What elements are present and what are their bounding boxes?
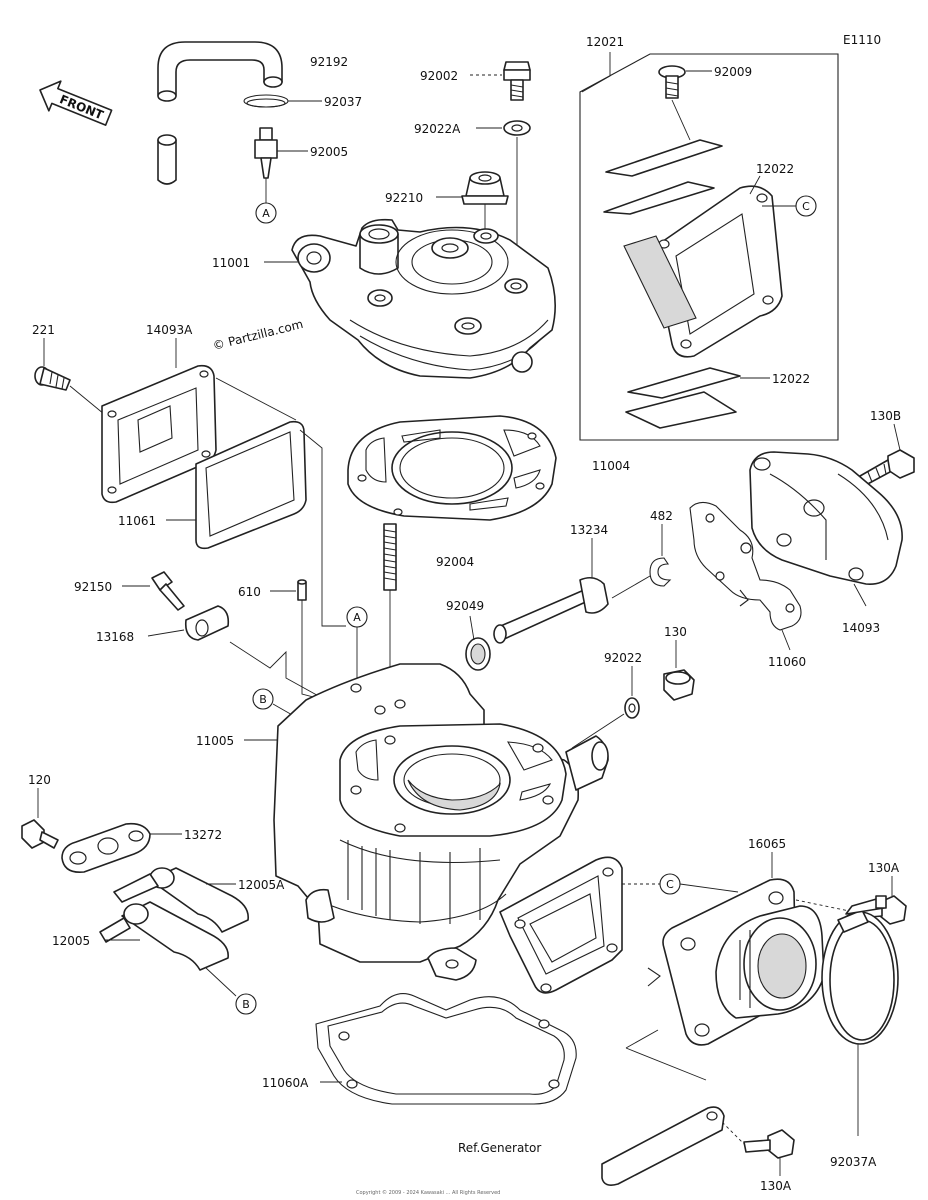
washer-92022[interactable] <box>624 697 640 719</box>
circlip-482[interactable] <box>649 557 672 587</box>
clamp-92037a[interactable] <box>821 895 899 1045</box>
callout-130: 130 <box>664 625 687 639</box>
callout-92150: 92150 <box>74 580 112 594</box>
shaft-13234[interactable] <box>493 576 609 644</box>
callout-11005: 11005 <box>196 734 234 748</box>
gasket-11060[interactable] <box>689 501 802 631</box>
bolt-130[interactable] <box>663 669 695 701</box>
callout-11061: 11061 <box>118 514 156 528</box>
callout-482: 482 <box>650 509 673 523</box>
ref-marker-a-top-label: A <box>262 207 270 220</box>
bolt-120[interactable] <box>21 819 59 849</box>
callout-11060: 11060 <box>768 655 806 669</box>
callout-92049: 92049 <box>446 599 484 613</box>
callout-92009: 92009 <box>714 65 752 79</box>
callout-13234: 13234 <box>570 523 608 537</box>
callout-92005: 92005 <box>310 145 348 159</box>
callout-92210: 92210 <box>385 191 423 205</box>
callout-92037: 92037 <box>324 95 362 109</box>
callout-130a-upper: 130A <box>868 861 900 875</box>
fitting-92005[interactable] <box>254 127 278 179</box>
ref-marker-b-upper <box>252 688 274 710</box>
gasket-11060a[interactable] <box>315 993 577 1105</box>
gasket-11061[interactable] <box>195 420 307 550</box>
callout-12005: 12005 <box>52 934 90 948</box>
callout-16065: 16065 <box>748 837 786 851</box>
cylinder-11005[interactable] <box>273 663 609 981</box>
cover-13272[interactable] <box>61 822 151 874</box>
callout-92037a: 92037A <box>830 1155 877 1169</box>
callout-120: 120 <box>28 773 51 787</box>
clip-92037[interactable] <box>243 94 289 108</box>
callout-11004: 11004 <box>592 459 630 473</box>
ref-marker-b-lower-label: B <box>242 998 250 1011</box>
bolt-130b[interactable] <box>859 449 915 487</box>
callout-12022-upper: 12022 <box>756 162 794 176</box>
bolt-130a-lower[interactable] <box>743 1129 795 1159</box>
cover-14093[interactable] <box>749 451 903 585</box>
callout-92022: 92022 <box>604 651 642 665</box>
callout-11001: 11001 <box>212 256 250 270</box>
bolt-92150[interactable] <box>151 571 185 611</box>
reed-valve-inset-12021[interactable] <box>579 52 839 441</box>
bolt-221[interactable] <box>34 366 71 391</box>
valve-12005[interactable] <box>99 901 229 971</box>
intake-manifold-16065[interactable] <box>647 878 825 1046</box>
diagram-code: E1110 <box>843 33 881 47</box>
watermark: © Partzilla.com <box>211 317 304 353</box>
callout-14093: 14093 <box>842 621 880 635</box>
cylinder-head-11001[interactable] <box>291 218 556 379</box>
callout-92022a: 92022A <box>414 122 461 136</box>
ref-marker-c-inset-label: C <box>802 200 810 213</box>
dowel-pin-610[interactable] <box>297 579 307 601</box>
callout-130b: 130B <box>870 409 901 423</box>
ref-marker-a-lower-label: A <box>353 611 361 624</box>
nut-92210[interactable] <box>461 171 509 205</box>
hose-92192[interactable] <box>157 41 283 185</box>
callout-610: 610 <box>238 585 261 599</box>
front-arrow-icon: FRONT <box>39 80 113 126</box>
ref-marker-c-inset <box>795 195 817 217</box>
oil-seal-92049[interactable] <box>465 637 491 671</box>
ref-marker-c-lower-label: C <box>666 878 674 891</box>
callout-13272: 13272 <box>184 828 222 842</box>
bolt-92002[interactable] <box>503 61 531 101</box>
callout-221: 221 <box>32 323 55 337</box>
front-label: FRONT <box>58 92 107 122</box>
generator-ref <box>601 1029 725 1186</box>
ref-note: Ref.Generator <box>458 1141 541 1155</box>
washer-92022a[interactable] <box>503 120 531 136</box>
callout-12005a: 12005A <box>238 878 285 892</box>
ref-marker-a-top <box>255 202 277 224</box>
callout-13168: 13168 <box>96 630 134 644</box>
callout-12021: 12021 <box>586 35 624 49</box>
reed-mount-gasket[interactable] <box>499 856 623 994</box>
holder-13168[interactable] <box>184 605 230 641</box>
callout-92192: 92192 <box>310 55 348 69</box>
callout-11060a: 11060A <box>262 1076 309 1090</box>
callout-12022-lower: 12022 <box>772 372 810 386</box>
footer-copyright: Copyright © 2009 - 2024 Kawasaki ... All… <box>356 1189 500 1196</box>
valve-12005a[interactable] <box>113 867 249 933</box>
ref-marker-b-lower <box>235 993 257 1015</box>
callout-92004: 92004 <box>436 555 474 569</box>
callout-130a-lower: 130A <box>760 1179 792 1193</box>
callout-92002: 92002 <box>420 69 458 83</box>
callout-14093a: 14093A <box>146 323 193 337</box>
head-gasket-11004[interactable] <box>347 415 557 521</box>
ref-marker-b-upper-label: B <box>259 693 267 706</box>
stud-92004[interactable] <box>383 523 397 591</box>
